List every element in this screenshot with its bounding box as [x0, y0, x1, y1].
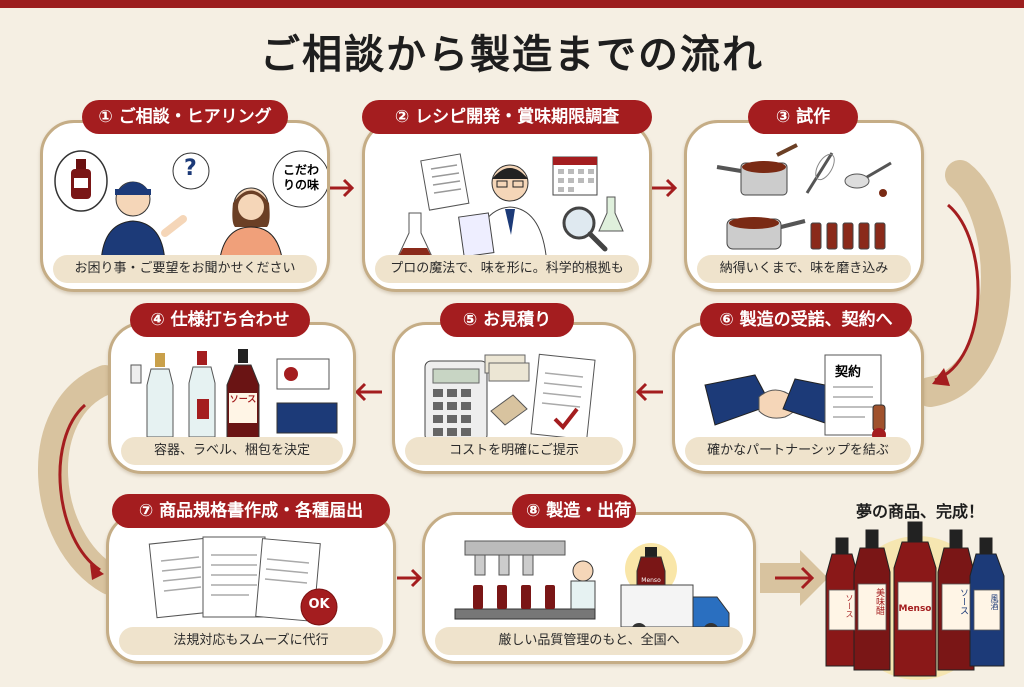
- trial-cooking-illustration: [716, 143, 892, 250]
- step-8-card: Menso 厳しい品質管理のもと、全国へ: [422, 512, 756, 664]
- goal-title: 夢の商品、完成！: [855, 502, 984, 521]
- step-7-caption: 法規対応もスムーズに代行: [119, 627, 383, 655]
- step-4-card: ソース 容器、ラベル、梱包を決定: [108, 322, 356, 474]
- bottle-logo-text: Menso: [641, 577, 661, 584]
- step-1-caption: お困り事・ご要望をお聞かせください: [53, 255, 317, 283]
- step-3-card: 納得いくまで、味を磨き込み: [684, 120, 924, 292]
- specification-docs-illustration: [148, 536, 338, 626]
- step-7-card: OK 法規対応もスムーズに代行: [106, 512, 396, 664]
- step-4-label: ④ 仕様打ち合わせ: [130, 303, 310, 337]
- step-8-caption: 厳しい品質管理のもと、全国へ: [435, 627, 743, 655]
- recipe-lab-illustration: [394, 153, 624, 266]
- goal-bottle-label-4: ソース: [958, 588, 968, 615]
- step-2-label: ② レシピ開発・賞味期限調査: [362, 100, 652, 134]
- step-4-caption: 容器、ラベル、梱包を決定: [121, 437, 343, 465]
- step-6-label: ⑥ 製造の受諾、契約へ: [700, 303, 912, 337]
- consultation-illustration: [54, 150, 327, 266]
- bottle-label-text: ソース: [229, 395, 257, 405]
- step-6-card: 契約 確かなパートナーシップを結ぶ: [672, 322, 924, 474]
- question-mark-icon: ?: [184, 156, 197, 181]
- step-6-caption: 確かなパートナーシップを結ぶ: [685, 437, 911, 465]
- contract-handshake-illustration: [704, 354, 886, 442]
- goal-bottle-label-3: Menso: [898, 604, 932, 614]
- spec-packaging-illustration: [130, 349, 338, 440]
- goal-bottle-label-2: 美味醋: [874, 588, 884, 615]
- ok-stamp: OK: [308, 597, 330, 612]
- step-5-card: コストを明確にご提示: [392, 322, 636, 474]
- top-accent-bar: [0, 0, 1024, 8]
- goal-bottle-label-1: ソース: [845, 594, 854, 618]
- bubble-text: こだわ りの味: [282, 163, 319, 192]
- step-8-label: ⑧ 製造・出荷: [512, 494, 636, 528]
- page-title: ご相談から製造までの流れ: [260, 32, 764, 78]
- step-3-caption: 納得いくまで、味を磨き込み: [697, 255, 911, 283]
- step-7-label: ⑦ 商品規格書作成・各種届出: [112, 494, 390, 528]
- estimate-illustration: [424, 353, 596, 442]
- step-2-caption: プロの魔法で、味を形に。科学的根拠も: [375, 255, 639, 283]
- step-5-caption: コストを明確にご提示: [405, 437, 623, 465]
- step-5-label: ⑤ お見積り: [440, 303, 574, 337]
- step-3-label: ③ 試作: [748, 100, 858, 134]
- step-2-card: プロの魔法で、味を形に。科学的根拠も: [362, 120, 652, 292]
- step-1-label: ① ご相談・ヒアリング: [82, 100, 288, 134]
- contract-doc-text: 契約: [835, 365, 862, 380]
- goal-bottle-label-5: 風酒: [990, 594, 999, 610]
- step-1-card: ? こだわ りの味 お困り事・ご要望をお聞かせください: [40, 120, 330, 292]
- goal-bottles: [825, 521, 1005, 680]
